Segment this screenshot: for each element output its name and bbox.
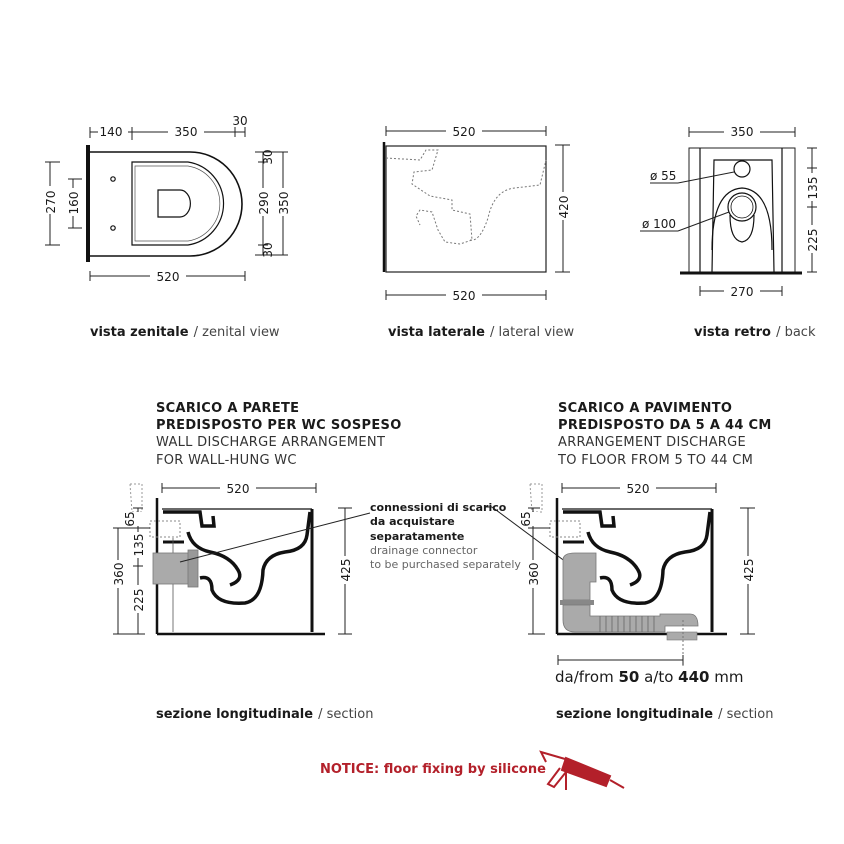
- dim-420: 420: [557, 196, 571, 219]
- dim-30: 30: [232, 114, 247, 128]
- dim-135: 135: [806, 177, 820, 200]
- dim-350: 350: [277, 192, 291, 215]
- dim-520: 520: [227, 482, 250, 496]
- dim-160: 160: [67, 192, 81, 215]
- caption-zenital: vista zenitale / zenital view: [90, 321, 280, 340]
- body-outline: [385, 145, 547, 273]
- caption-floor-section: sezione longitudinale / section: [556, 703, 773, 722]
- lateral-view: 520 420 520 vista laterale / lateral vie…: [382, 123, 575, 340]
- drain-outline: [157, 189, 191, 218]
- dim-350: 350: [175, 125, 198, 139]
- svg-text:FOR WALL-HUNG WC: FOR WALL-HUNG WC: [156, 453, 297, 468]
- wall-section-drawing: 520 425 360 65 135 225: [111, 480, 371, 636]
- dim-140: 140: [100, 125, 123, 139]
- inlet-55: [733, 160, 751, 178]
- zenital-view: 140 350 30 30 290 30 350 270 160 520 vis…: [43, 114, 291, 340]
- floor-section-drawing: 520 425 65 360 da/from 50 a/to 440 mm: [519, 480, 756, 686]
- dim-360: 360: [527, 563, 541, 586]
- dim-425: 425: [339, 559, 353, 582]
- svg-text:PREDISPOSTO DA 5 A 44 CM: PREDISPOSTO DA 5 A 44 CM: [558, 418, 772, 433]
- label-phi55: ø 55: [650, 169, 676, 183]
- dim-520: 520: [157, 270, 180, 284]
- dim-425: 425: [742, 559, 756, 582]
- floor-section-heading: SCARICO A PAVIMENTO PREDISPOSTO DA 5 A 4…: [557, 401, 772, 468]
- dim-225: 225: [806, 229, 820, 252]
- dim-270: 270: [731, 285, 754, 299]
- discharge-range: da/from 50 a/to 440 mm: [555, 668, 743, 686]
- fixing-hole: [110, 225, 116, 231]
- back-view: ø 55 ø 100 350 45 135 225 270 vista retr…: [640, 124, 844, 340]
- dim-270: 270: [44, 191, 58, 214]
- svg-text:da acquistare: da acquistare: [370, 515, 455, 528]
- caption-back: vista retro / back view: [694, 321, 844, 340]
- svg-text:separatamente: separatamente: [370, 530, 464, 543]
- svg-text:SCARICO A PAVIMENTO: SCARICO A PAVIMENTO: [558, 401, 732, 416]
- svg-text:PREDISPOSTO PER WC SOSPESO: PREDISPOSTO PER WC SOSPESO: [156, 418, 402, 433]
- dim-65: 65: [519, 511, 533, 526]
- caption-wall-section: sezione longitudinale / section: [156, 703, 373, 722]
- wall-section-heading: SCARICO A PARETE PREDISPOSTO PER WC SOSP…: [156, 401, 402, 468]
- bowl-outline: [90, 151, 243, 257]
- floor-connector-pipe: [562, 604, 699, 633]
- dim-30: 30: [261, 242, 275, 257]
- dim-350: 350: [731, 125, 754, 139]
- dim-520-top: 520: [453, 125, 476, 139]
- svg-text:connessioni di scarico: connessioni di scarico: [370, 501, 507, 514]
- outlet-100: [727, 192, 757, 222]
- svg-text:ARRANGEMENT DISCHARGE: ARRANGEMENT DISCHARGE: [558, 435, 746, 450]
- trapway-hidden: [385, 149, 473, 245]
- dim-290: 290: [257, 192, 271, 215]
- caption-lateral: vista laterale / lateral view: [388, 321, 575, 340]
- dim-45: 45: [820, 150, 834, 165]
- seat-outline: [131, 161, 225, 246]
- dim-135: 135: [132, 534, 146, 557]
- svg-text:SCARICO A PARETE: SCARICO A PARETE: [156, 401, 299, 416]
- svg-text:WALL DISCHARGE ARRANGEMENT: WALL DISCHARGE ARRANGEMENT: [156, 435, 385, 450]
- dim-65: 65: [123, 511, 137, 526]
- dim-360: 360: [112, 563, 126, 586]
- dim-520: 520: [627, 482, 650, 496]
- svg-text:drainage connector: drainage connector: [370, 544, 478, 557]
- caulk-gun-icon: [539, 750, 625, 790]
- dim-30: 30: [261, 149, 275, 164]
- floor-connector-elbow: [562, 552, 597, 601]
- fixing-hole: [110, 176, 116, 182]
- svg-text:TO FLOOR FROM 5 TO 44 CM: TO FLOOR FROM 5 TO 44 CM: [557, 453, 753, 468]
- dim-225: 225: [132, 589, 146, 612]
- label-phi100: ø 100: [642, 217, 676, 231]
- connector-annotation: connessioni di scarico da acquistare sep…: [370, 501, 571, 571]
- drainage-connector: [152, 552, 191, 585]
- notice-text: NOTICE: floor fixing by silicone: [320, 762, 546, 777]
- dim-520-bottom: 520: [453, 289, 476, 303]
- svg-text:to be purchased separately: to be purchased separately: [370, 558, 521, 571]
